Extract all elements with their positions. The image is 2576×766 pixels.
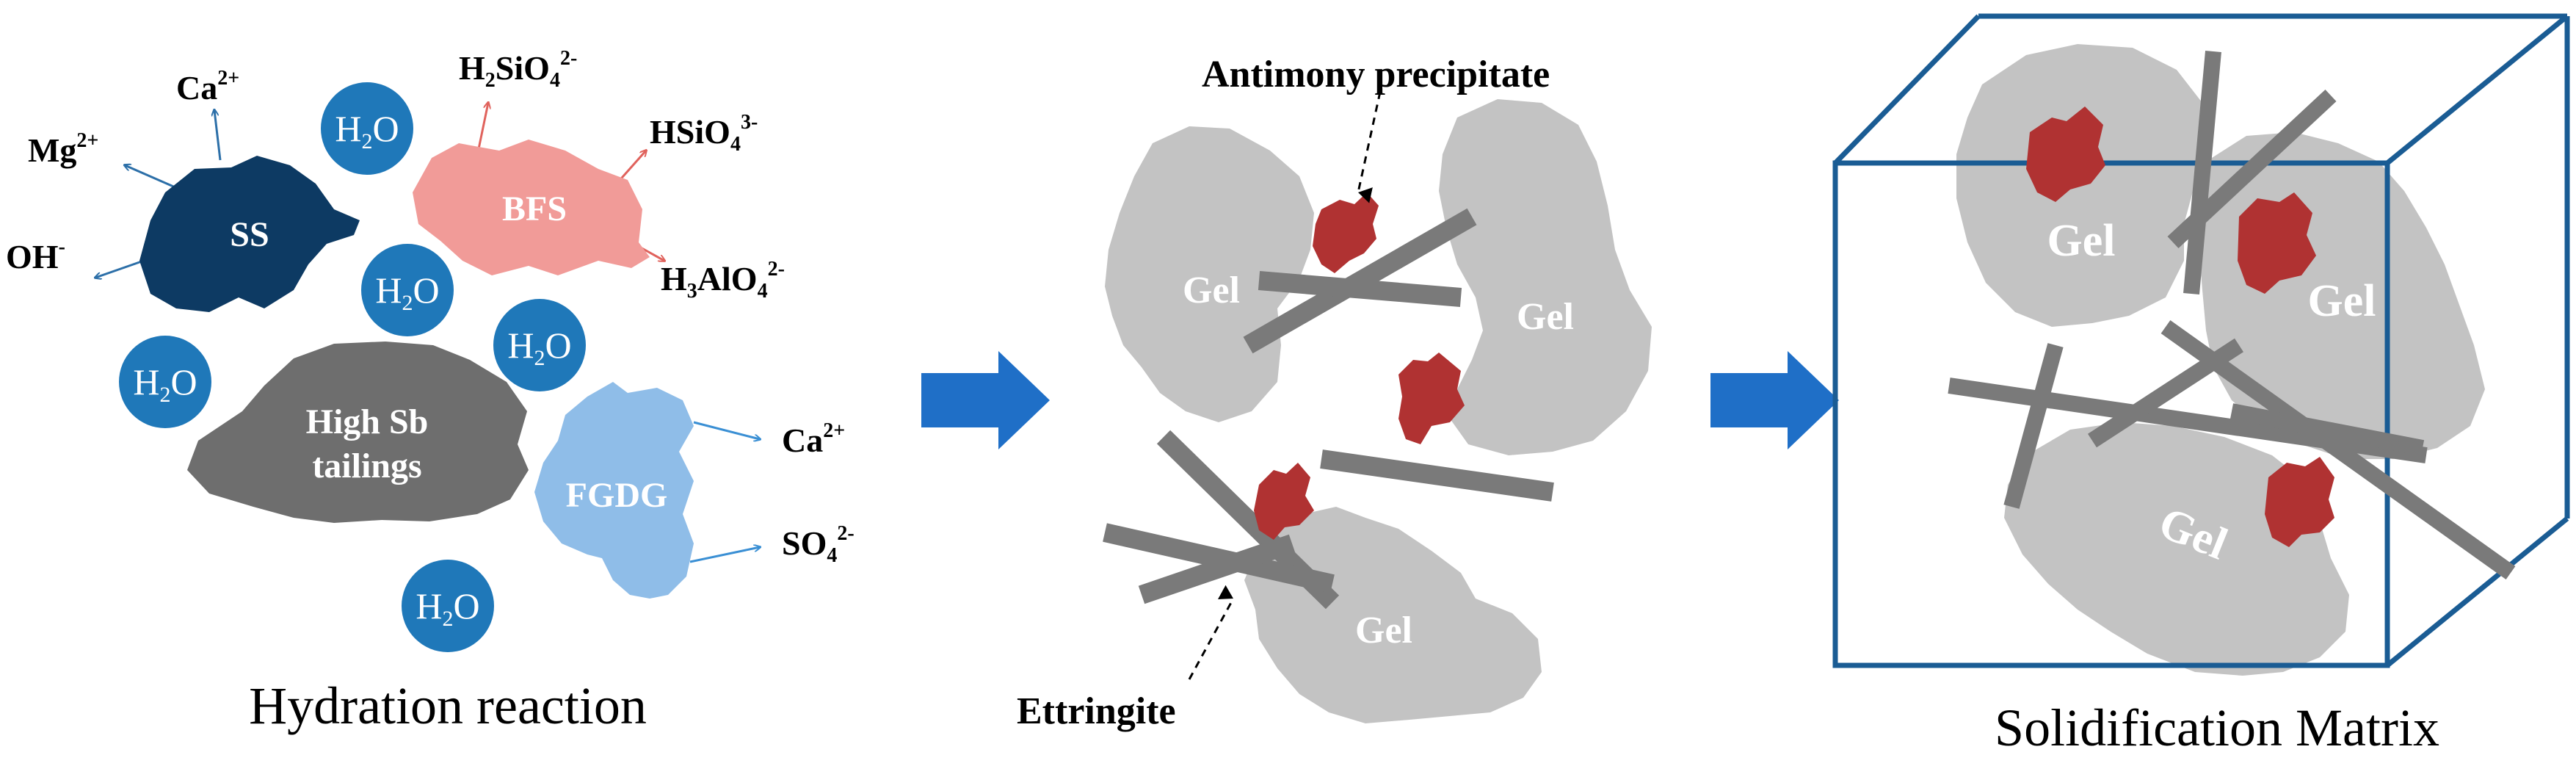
water-molecule: H2O (361, 244, 454, 336)
precipitate-pointer (1357, 91, 1382, 203)
caption-solidification: Solidification Matrix (1995, 698, 2439, 757)
gel-label: Gel (1355, 610, 1412, 651)
svg-text:H2O: H2O (416, 585, 479, 631)
gel-label: Gel (2308, 276, 2376, 326)
ion-h2sio4: H2SiO42- (459, 47, 577, 92)
ion-hsio4: HSiO43- (650, 111, 758, 156)
ettringite-pointer (1188, 585, 1235, 680)
ion-so4: SO42- (782, 522, 855, 567)
gel-body (2004, 422, 2349, 676)
antimony-precipitate (2265, 457, 2334, 547)
ettringite-rods (1948, 51, 2516, 579)
water-molecule: H2O (402, 560, 494, 652)
gel-label: Gel (2047, 216, 2116, 266)
ion-ca-right: Ca2+ (782, 419, 845, 459)
process-arrow-2 (1710, 351, 1839, 449)
gel-label: Gel (1517, 296, 1574, 338)
svg-text:H2O: H2O (335, 108, 399, 153)
svg-text:H2O: H2O (375, 270, 439, 315)
arrow-to-so4 (689, 547, 760, 563)
fgdg-particle (534, 382, 694, 599)
label-antimony-precipitate: Antimony precipitate (1202, 54, 1550, 95)
ss-label: SS (230, 215, 269, 254)
arrow-to-ca-right (693, 421, 760, 439)
solidification-cube (1832, 13, 2570, 668)
panel-hydration-products: Gel Gel Gel Antimony precipitate Ettring… (1017, 54, 1652, 732)
antimony-precipitate (2026, 106, 2105, 202)
tailings-label-line1: High Sb (306, 402, 429, 441)
ss-particle (139, 156, 360, 312)
arrow-to-ca (214, 110, 222, 161)
antimony-precipitate (1313, 192, 1379, 273)
gel-label: Gel (1183, 270, 1240, 311)
antimony-precipitate (2238, 192, 2316, 294)
gel-body (1439, 99, 1652, 455)
antimony-precipitate (1254, 463, 1314, 540)
caption-hydration: Hydration reaction (249, 676, 647, 735)
ion-mg: Mg2+ (28, 129, 98, 169)
water-molecule: H2O (321, 82, 413, 175)
water-molecule: H2O (493, 299, 586, 391)
water-molecule: H2O (119, 336, 211, 428)
ion-h3alo4: H3AlO42- (661, 258, 785, 303)
fgdg-label: FGDG (566, 476, 668, 515)
panel-solidification: Gel Gel Gel Solidification Matrix (1832, 13, 2570, 757)
svg-text:H2O: H2O (133, 361, 197, 407)
ion-oh: OH- (6, 236, 65, 275)
panel-hydration: SS BFS High Sb tailings FGDG H2O H2O H2O… (6, 47, 855, 735)
bfs-particle (413, 140, 650, 275)
ettringite-rods (1103, 208, 1554, 610)
label-ettringite: Ettringite (1017, 690, 1176, 732)
process-arrow-1 (921, 351, 1050, 449)
bfs-label: BFS (502, 189, 567, 228)
antimony-precipitate (1398, 353, 1465, 444)
tailings-particle (187, 342, 529, 523)
svg-text:H2O: H2O (507, 325, 571, 370)
tailings-label-line2: tailings (312, 447, 421, 485)
gel-body (1105, 126, 1314, 422)
ion-ca-top: Ca2+ (176, 67, 239, 106)
gel-body (1244, 507, 1542, 723)
